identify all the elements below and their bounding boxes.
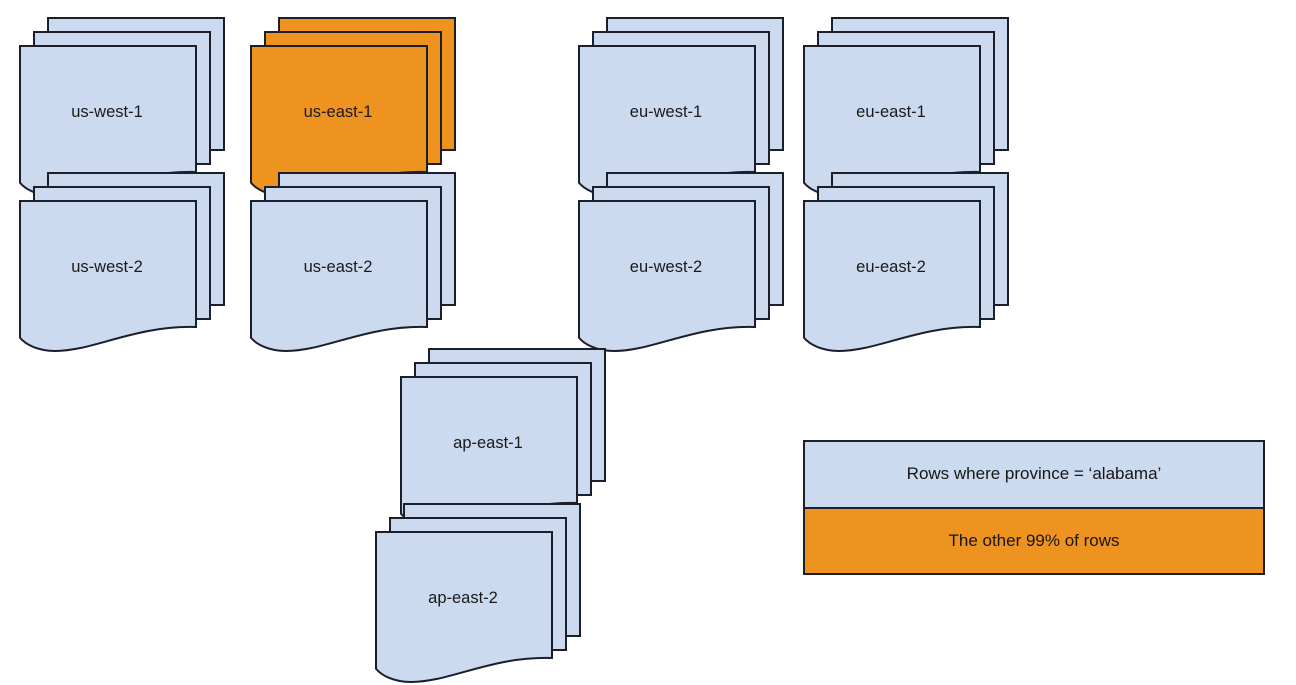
legend-label-other: The other 99% of rows: [948, 530, 1120, 550]
document-stack-us-east-1[interactable]: us-east-1: [250, 17, 456, 198]
document-stack-shape-eu-east-2: [803, 172, 1009, 353]
document-stack-us-west-2[interactable]: us-west-2: [19, 172, 225, 353]
document-stack-shape-ap-east-2: [375, 503, 581, 684]
legend-label-alabama: Rows where province = ‘alabama’: [906, 464, 1162, 484]
document-stack-shape-eu-east-1: [803, 17, 1009, 198]
document-stack-shape-eu-west-1: [578, 17, 784, 198]
legend-item-alabama: Rows where province = ‘alabama’: [805, 442, 1263, 509]
document-stack-eu-west-1[interactable]: eu-west-1: [578, 17, 784, 198]
document-stack-eu-east-1[interactable]: eu-east-1: [803, 17, 1009, 198]
document-stack-shape-us-west-2: [19, 172, 225, 353]
legend: Rows where province = ‘alabama’ The othe…: [803, 440, 1265, 575]
document-stack-shape-eu-west-2: [578, 172, 784, 353]
document-stack-shape-us-east-2: [250, 172, 456, 353]
document-stack-shape-ap-east-1: [400, 348, 606, 529]
document-stack-us-west-1[interactable]: us-west-1: [19, 17, 225, 198]
document-stack-eu-east-2[interactable]: eu-east-2: [803, 172, 1009, 353]
document-stack-shape-us-east-1: [250, 17, 456, 198]
document-stack-us-east-2[interactable]: us-east-2: [250, 172, 456, 353]
document-stack-ap-east-1[interactable]: ap-east-1: [400, 348, 606, 529]
document-stack-shape-us-west-1: [19, 17, 225, 198]
document-stack-ap-east-2[interactable]: ap-east-2: [375, 503, 581, 684]
document-stack-eu-west-2[interactable]: eu-west-2: [578, 172, 784, 353]
legend-item-other: The other 99% of rows: [805, 508, 1263, 573]
